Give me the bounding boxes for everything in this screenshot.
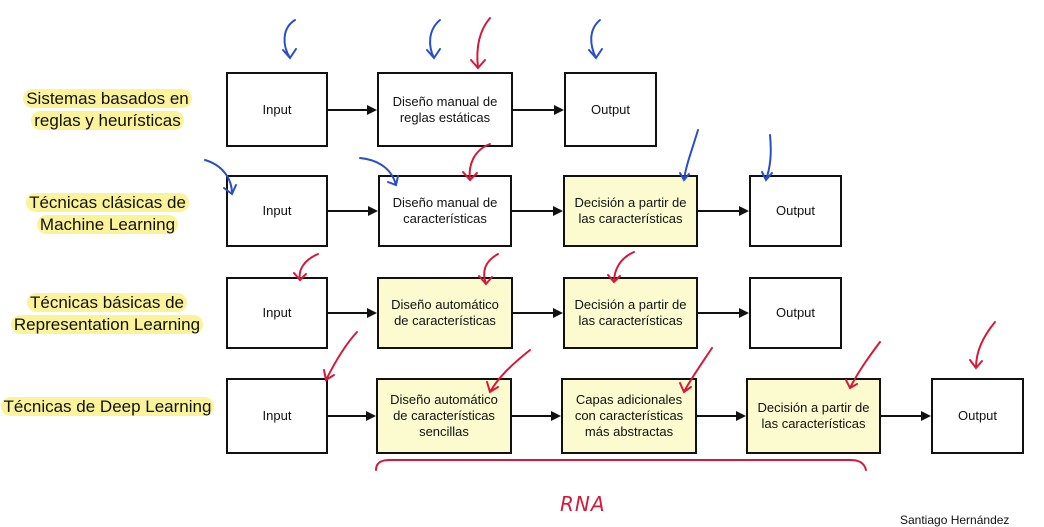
box-r3-decision: Decisión a partir de las características — [563, 277, 698, 349]
credit-text: Santiago Hernández — [900, 513, 1010, 527]
box-r3-output: Output — [749, 277, 842, 349]
box-r4-extra-layers: Capas adicionales con características má… — [561, 378, 697, 454]
box-r3-input: Input — [226, 277, 328, 349]
box-r4-input: Input — [226, 378, 328, 454]
box-r2-decision: Decisión a partir de las características — [563, 175, 698, 247]
box-r4-decision: Decisión a partir de las características — [746, 378, 881, 454]
rna-annotation: RNA — [560, 492, 606, 516]
box-r2-output: Output — [749, 175, 842, 247]
row-label-rules: Sistemas basados en reglas y heurísticas — [0, 88, 215, 132]
row-label-classic-ml: Técnicas clásicas de Machine Learning — [0, 192, 215, 236]
row-label-deep-learning: Técnicas de Deep Learning — [0, 396, 215, 418]
box-r1-manual-rules: Diseño manual de reglas estáticas — [377, 72, 513, 147]
box-r1-input: Input — [226, 72, 328, 147]
box-r1-output: Output — [564, 72, 657, 147]
box-r2-manual-features: Diseño manual de características — [378, 175, 512, 247]
box-r4-output: Output — [931, 378, 1024, 454]
box-r2-input: Input — [226, 175, 328, 247]
box-r3-automatic-features: Diseño automático de características — [377, 277, 513, 349]
red-annotations — [293, 17, 996, 471]
row-label-representation-learning: Técnicas básicas de Representation Learn… — [0, 292, 218, 336]
blue-annotations — [204, 19, 773, 196]
